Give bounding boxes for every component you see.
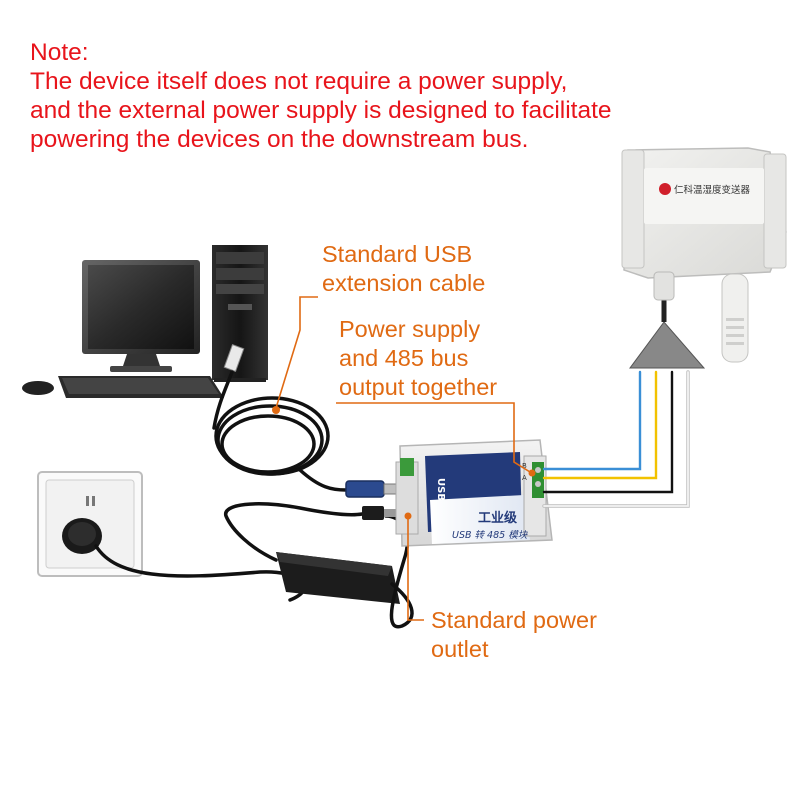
outlet-callout-line-2: outlet (431, 636, 489, 662)
rs485-bus-wires (542, 370, 690, 508)
bus-callout-line-1: Power supply (339, 316, 481, 342)
note-line-3: powering the devices on the downstream b… (30, 126, 529, 153)
outlet-callout-line-1: Standard power (431, 607, 597, 633)
converter-grade-label: 工业级 (478, 510, 518, 526)
sensor-label: 仁科温湿度变送器 (674, 184, 751, 196)
wall-outlet (37, 471, 143, 577)
computer-mouse (22, 381, 54, 395)
desktop-computer (22, 245, 268, 398)
converter-model-label: USB 转 485 模块 (452, 530, 528, 541)
terminal-a-label: A (522, 474, 527, 482)
note-heading: Note: (30, 39, 89, 66)
converter-usb-label: USB (435, 478, 446, 501)
pc-tower (212, 245, 268, 382)
keyboard (58, 376, 224, 398)
usb-extension-cable (212, 344, 399, 498)
note-line-1: The device itself does not require a pow… (30, 68, 568, 95)
usb-cable-callout-line-1: Standard USB (322, 241, 473, 267)
power-adapter (94, 502, 414, 629)
terminal-b-label: B (522, 462, 527, 470)
bus-callout-line-2: and 485 bus (339, 345, 469, 371)
note-line-2: and the external power supply is designe… (30, 97, 612, 124)
monitor (82, 260, 200, 372)
temperature-humidity-sensor: 仁科温湿度变送器 (621, 147, 787, 369)
bus-callout-line-3: output together (339, 374, 498, 400)
usb-cable-callout-line-2: extension cable (322, 270, 486, 296)
callout-leader-lines (272, 296, 536, 621)
usb-485-converter: USB 工业级 USB 转 485 模块 B A (395, 439, 553, 547)
